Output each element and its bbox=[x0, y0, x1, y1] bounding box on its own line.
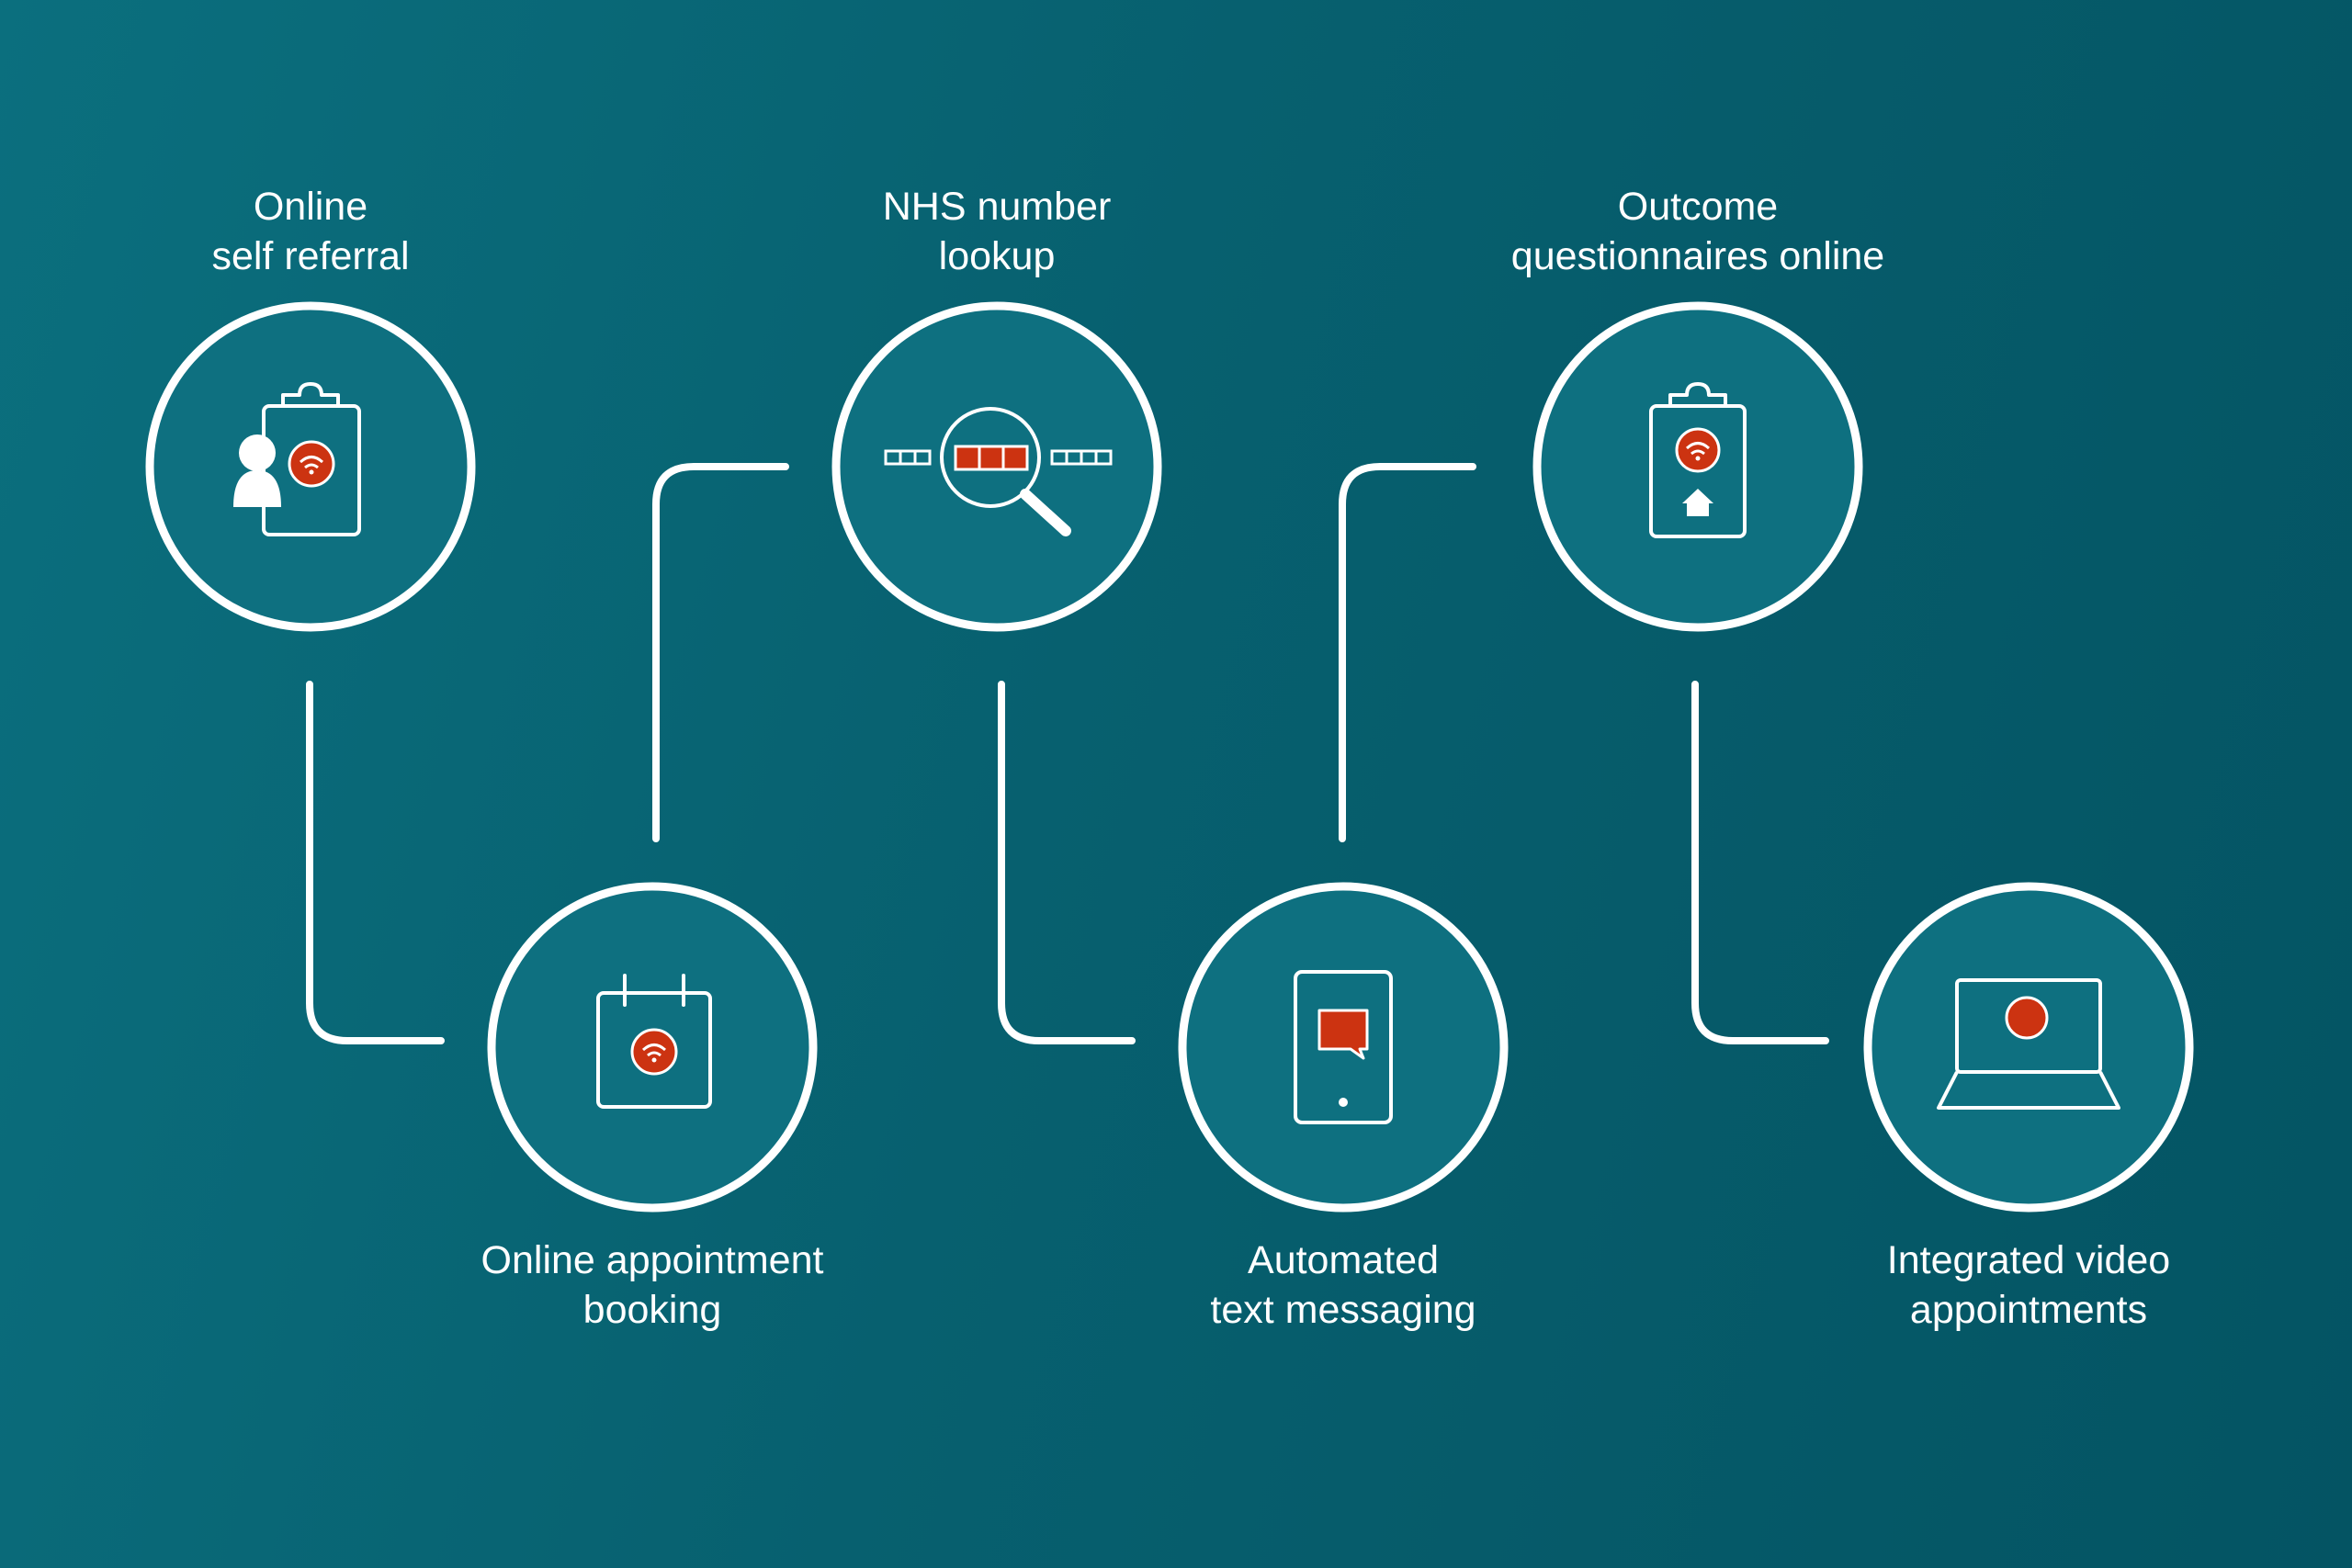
label-text-messaging-line1: Automated bbox=[1248, 1238, 1439, 1282]
clipboard-person-wifi-icon bbox=[233, 382, 361, 536]
laptop-video-icon bbox=[1937, 978, 2120, 1110]
connector-4-5 bbox=[1339, 463, 1476, 842]
clipboard-home-wifi-icon bbox=[1649, 382, 1747, 538]
label-nhs-lookup: NHS number lookup bbox=[740, 182, 1254, 281]
label-video-appointments: Integrated video appointments bbox=[1771, 1235, 2286, 1335]
connector-1-2 bbox=[306, 681, 445, 1044]
label-appointment-booking-line1: Online appointment bbox=[481, 1238, 824, 1282]
label-appointment-booking: Online appointment booking bbox=[395, 1235, 910, 1335]
label-questionnaires-line2: questionnaires online bbox=[1510, 234, 1885, 278]
label-self-referral-line1: Online bbox=[253, 185, 368, 229]
label-nhs-lookup-line2: lookup bbox=[938, 234, 1056, 278]
phone-message-icon bbox=[1294, 970, 1393, 1124]
label-questionnaires: Outcome questionnaires online bbox=[1441, 182, 1955, 281]
label-text-messaging-line2: text messaging bbox=[1210, 1288, 1476, 1332]
connector-3-4 bbox=[998, 681, 1136, 1044]
label-appointment-booking-line2: booking bbox=[582, 1288, 722, 1332]
calendar-wifi-icon bbox=[596, 974, 712, 1109]
magnifier-number-icon bbox=[884, 407, 1113, 536]
connector-5-6 bbox=[1691, 681, 1829, 1044]
label-self-referral: Online self referral bbox=[53, 182, 568, 281]
label-text-messaging: Automated text messaging bbox=[1086, 1235, 1600, 1335]
label-self-referral-line2: self referral bbox=[211, 234, 410, 278]
label-nhs-lookup-line1: NHS number bbox=[882, 185, 1112, 229]
step-nhs-lookup-node bbox=[831, 301, 1162, 632]
step-questionnaires-node bbox=[1532, 301, 1863, 632]
step-appointment-booking-node bbox=[487, 882, 818, 1213]
label-video-appointments-line2: appointments bbox=[1909, 1288, 2148, 1332]
connector-2-3 bbox=[652, 463, 789, 842]
step-text-messaging-node bbox=[1178, 882, 1509, 1213]
label-video-appointments-line1: Integrated video bbox=[1886, 1238, 2171, 1282]
step-video-appointments-node bbox=[1863, 882, 2194, 1213]
step-self-referral-node bbox=[145, 301, 476, 632]
label-questionnaires-line1: Outcome bbox=[1617, 185, 1779, 229]
